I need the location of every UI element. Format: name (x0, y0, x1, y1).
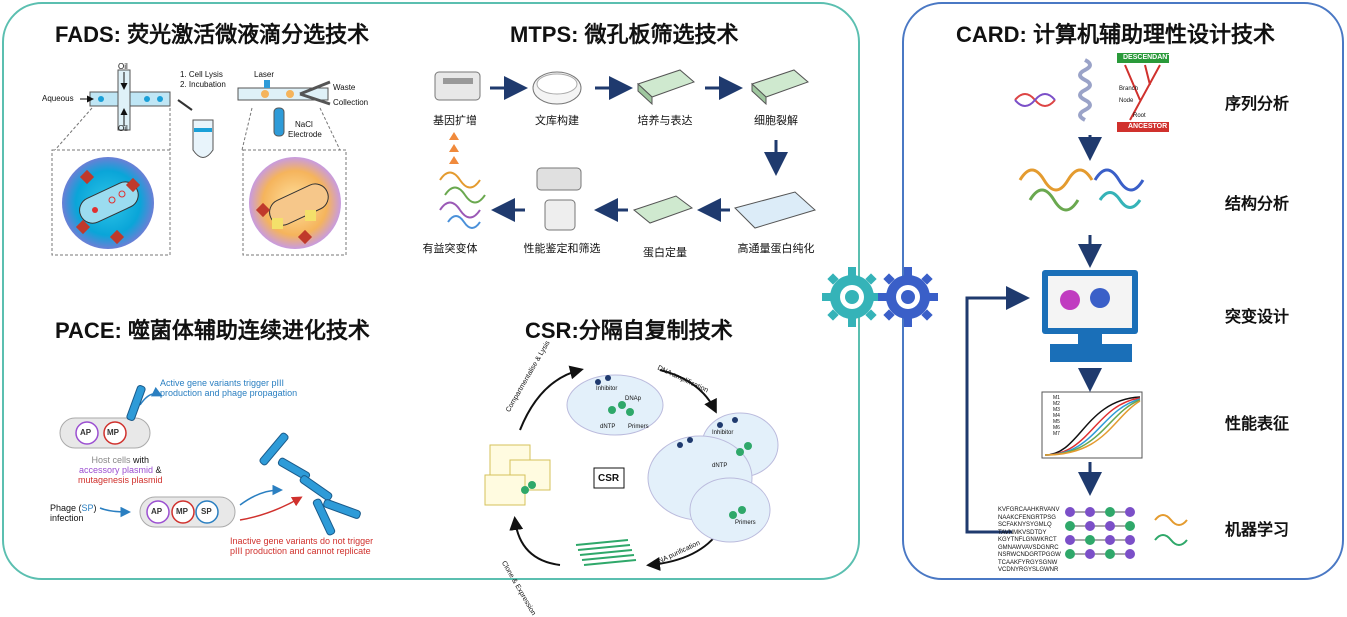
legend-item: M6 (1053, 425, 1060, 431)
fads-oil-bottom-label: Oil (118, 124, 128, 133)
fads-oil-top-label: Oil (118, 62, 128, 71)
card-legend: M1 M2 M3 M4 M5 M6 M7 (1053, 395, 1060, 437)
csr-center-label: CSR (598, 473, 620, 484)
sequence-line: NSRWCNDGRTPGGW (998, 552, 1061, 558)
legend-item: M2 (1053, 401, 1060, 407)
csr-dntp-label: dNTP (712, 463, 728, 469)
card-tree-branch: Branch (1119, 86, 1139, 92)
csr-primers-label: Primers (735, 520, 756, 526)
csr-dnap-label: DNAp (625, 396, 642, 402)
sequence-line: GMNAWVAVSDGNRC (998, 544, 1059, 551)
card-step-label: 结构分析 (1225, 196, 1290, 213)
pace-inactive-label: Inactive gene variants do not trigger pI… (230, 536, 373, 556)
sequence-line: VCDNYRGYSLGWNR (998, 567, 1059, 573)
csr-inhibitor-label: Inhibitor (596, 386, 618, 392)
gear-icon (822, 267, 882, 327)
pace-phage-close: ) (93, 503, 97, 513)
fads-tube (177, 99, 214, 158)
fads-collection-label: Collection (333, 98, 369, 107)
sequence-line: KGYTNFLGNWKRCT (998, 537, 1057, 543)
legend-item: M3 (1053, 407, 1060, 413)
pace-amp: & (155, 465, 162, 475)
pace-phage-sp: SP (81, 503, 94, 513)
csr-diagram (484, 365, 779, 571)
sequence-line: KVFGRCAAHKRVANV (998, 507, 1060, 513)
pace-ap-label: AP (80, 428, 92, 437)
mtps-title: MTPS: 微孔板筛选技术 (510, 22, 739, 47)
pace-inactive-line1: Inactive gene variants do not trigger (230, 536, 374, 546)
csr-inhibitor-label: Inhibitor (712, 430, 734, 436)
card-sequences: KVFGRCAAHKRVANV NAAKCFENGRTPSG SCFAKNYSY… (998, 507, 1061, 575)
mtps-step-label: 高通量蛋白纯化 (737, 243, 815, 255)
sequence-line: TAVNMKVSDTDY (998, 529, 1047, 536)
pace-accessory-plasmid: accessory plasmid (78, 465, 154, 475)
pace-title: PACE: 噬菌体辅助连续进化技术 (55, 318, 370, 343)
fads-waste-label: Waste (333, 83, 356, 92)
mtps-step-label: 培养与表达 (637, 115, 693, 127)
card-title: CARD: 计算机辅助理性设计技术 (956, 22, 1275, 47)
mtps-step-label: 文库构建 (535, 115, 579, 127)
pace-mutagenesis-plasmid: mutagenesis plasmid (78, 475, 163, 485)
sequence-line: SCFAKNYSYGMLQ (998, 522, 1052, 528)
pace-phage-text: Phage ( (50, 503, 82, 513)
card-step-label: 序列分析 (1225, 96, 1290, 113)
pace-diagram (59, 385, 361, 536)
pace-host-cells: Host cells (91, 455, 131, 465)
fads-chip (51, 69, 171, 256)
pace-active-line1: Active gene variants trigger pIII (160, 378, 285, 388)
pace-active-line2: production and phage propagation (160, 388, 298, 398)
sequence-line: NAAKCFENGRTPSG (998, 514, 1056, 521)
mtps-step-label: 基因扩增 (433, 115, 477, 127)
csr-dntp-label: dNTP (600, 424, 616, 430)
legend-item: M5 (1053, 419, 1060, 425)
pace-active-label: Active gene variants trigger pIII produc… (160, 378, 297, 398)
mtps-step-label: 有益突变体 (422, 243, 478, 255)
fads-nacl-label: NaCl (295, 120, 313, 129)
gear-icon-blue (878, 267, 938, 327)
mtps-step-label: 蛋白定量 (643, 247, 687, 259)
fads-laser-label: Laser (254, 70, 275, 79)
card-tree-bottom: ANCESTOR (1128, 123, 1168, 130)
pace-host-label: Host cells with accessory plasmid & muta… (78, 455, 163, 485)
mtps-flow (434, 69, 816, 231)
legend-item: M1 (1053, 395, 1060, 401)
fads-aqueous-label: Aqueous (42, 94, 74, 103)
pace-inactive-line2: pIII production and cannot replicate (230, 546, 371, 556)
csr-title: CSR:分隔自复制技术 (525, 318, 733, 343)
card-flow (965, 53, 1188, 559)
pace-phage-label: Phage (SP) infection (50, 503, 97, 523)
mtps-step-label: 性能鉴定和筛选 (523, 243, 601, 255)
csr-primers-label: Primers (628, 424, 649, 430)
card-tree-root: Root (1133, 113, 1146, 119)
pace-phage-infection: infection (50, 513, 84, 523)
card-tree-node: Node (1119, 98, 1134, 104)
fads-title: FADS: 荧光激活微液滴分选技术 (55, 22, 370, 47)
fads-step1-label: 1. Cell Lysis (180, 70, 223, 79)
sequence-line: TCAAKFYRGYSGNW (998, 559, 1058, 566)
fads-sorter (237, 80, 347, 256)
pace-host-with: with (133, 455, 150, 465)
fads-step2-label: 2. Incubation (180, 80, 226, 89)
pace-mp2-label: MP (176, 507, 188, 516)
card-step-label: 突变设计 (1225, 309, 1290, 326)
legend-item: M7 (1053, 431, 1060, 437)
legend-item: M4 (1053, 413, 1060, 419)
card-tree-top: DESCENDANTS (1123, 54, 1177, 61)
card-step-label: 性能表征 (1225, 416, 1290, 433)
fads-electrode-label: Electrode (288, 130, 322, 139)
diagram-graphics (51, 53, 1188, 571)
pace-ap2-label: AP (151, 507, 163, 516)
pace-mp-label: MP (107, 428, 119, 437)
card-step-label: 机器学习 (1225, 522, 1290, 539)
pace-sp-label: SP (201, 507, 212, 516)
mtps-step-label: 细胞裂解 (754, 115, 798, 127)
